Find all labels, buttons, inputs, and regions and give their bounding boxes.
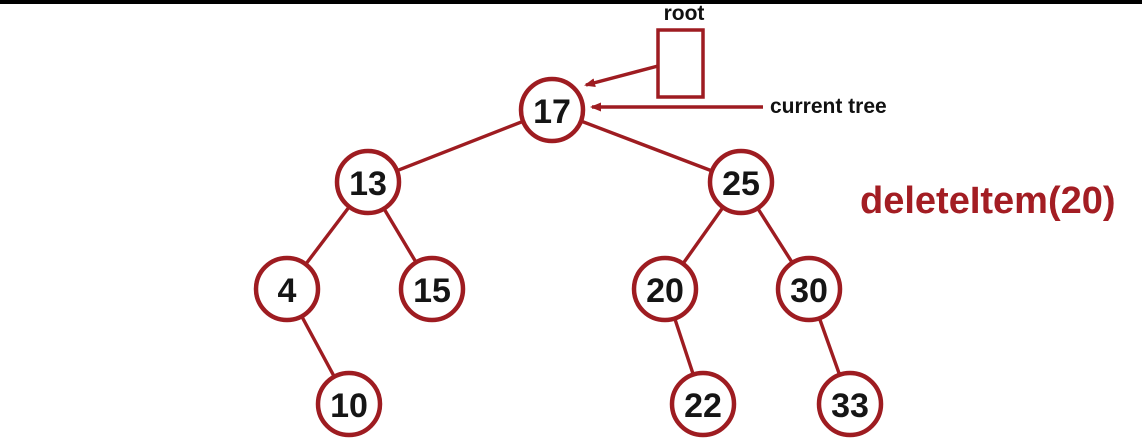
tree-node-17: 17: [518, 76, 586, 144]
tree-node-25: 25: [707, 148, 775, 216]
tree-node-value-20: 20: [646, 272, 684, 310]
pointer-arrows: [584, 28, 763, 112]
top-border-line: [0, 0, 1142, 4]
tree-node-circle-30: [775, 255, 843, 323]
tree-node-4: 4: [253, 255, 321, 323]
tree-edge-17-25: [551, 108, 742, 184]
tree-node-circle-4: [253, 255, 321, 323]
tree-node-circle-33: [816, 370, 884, 438]
tree-node-value-4: 4: [278, 272, 297, 310]
tree-node-circle-10: [315, 370, 383, 438]
tree-node-circle-13: [334, 148, 402, 216]
current-tree-label: current tree: [770, 95, 887, 118]
tree-node-value-13: 13: [349, 165, 387, 203]
tree-node-22: 22: [669, 370, 737, 438]
tree-node-value-10: 10: [330, 387, 368, 425]
operation-label: deleteItem(20): [860, 180, 1116, 222]
tree-node-circle-25: [707, 148, 775, 216]
tree-node-20: 20: [631, 255, 699, 323]
tree-node-value-25: 25: [722, 165, 760, 203]
tree-nodes: 17 13 25 4 15 20 30 10 22 33: [253, 76, 884, 438]
root-pointer-label: root: [663, 2, 705, 25]
tree-node-13: 13: [334, 148, 402, 216]
tree-node-30: 30: [775, 255, 843, 323]
tree-node-33: 33: [816, 370, 884, 438]
tree-node-15: 15: [398, 255, 466, 323]
tree-node-value-30: 30: [790, 272, 828, 310]
tree-node-10: 10: [315, 370, 383, 438]
tree-node-value-33: 33: [831, 387, 869, 425]
root-pointer-box: [656, 28, 705, 99]
root-pointer-arrow: [584, 64, 659, 88]
tree-node-value-15: 15: [413, 272, 451, 310]
tree-node-circle-22: [669, 370, 737, 438]
tree-node-value-22: 22: [684, 387, 722, 425]
tree-node-circle-15: [398, 255, 466, 323]
tree-node-value-17: 17: [533, 93, 571, 131]
tree-node-circle-20: [631, 255, 699, 323]
tree-node-circle-17: [518, 76, 586, 144]
